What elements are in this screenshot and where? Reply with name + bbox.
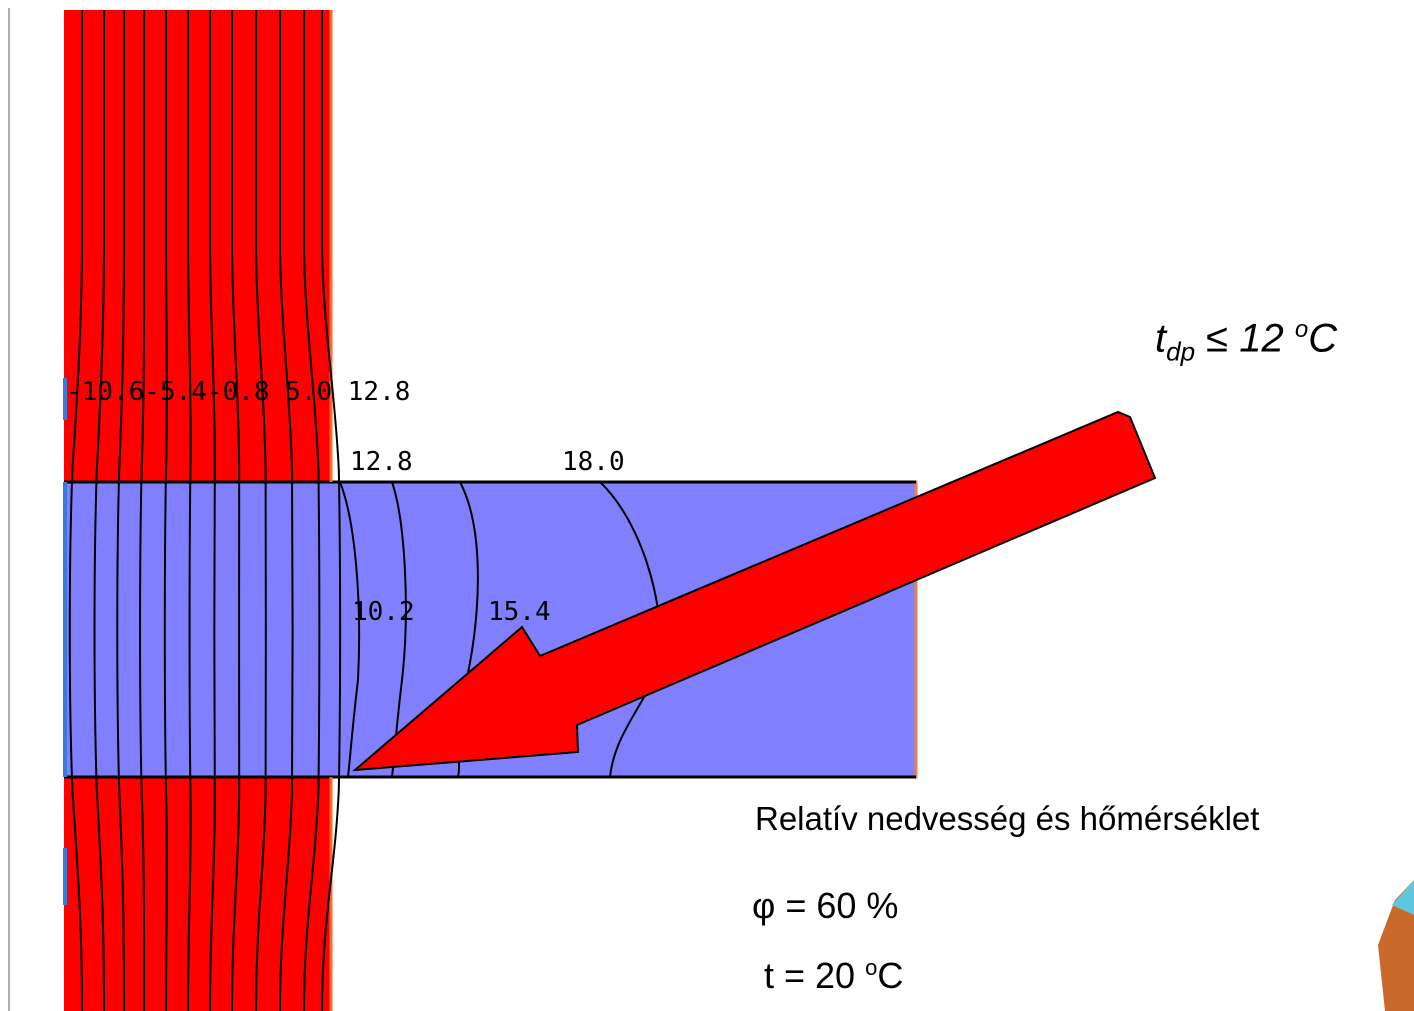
isotherm-wall-2 xyxy=(93,10,105,1011)
isotherm-label-12-8: 12.8 xyxy=(350,447,413,477)
dew-point-arrow xyxy=(352,410,1157,772)
dew-point-label: tdp ≤ 12 oC xyxy=(1155,316,1337,367)
dew-point-subscript: dp xyxy=(1166,336,1196,367)
isotherm-label-wall-cluster: -10.6-5.4-0.8 5.0 12.8 xyxy=(66,377,410,407)
isotherm-label-18-0: 18.0 xyxy=(562,447,625,477)
wall-lower xyxy=(64,777,332,1011)
isotherm-wall-10 xyxy=(279,10,294,1011)
temperature-prefix: t = 20 xyxy=(764,955,866,996)
isotherm-wall-12 xyxy=(321,10,342,1011)
temperature-value: t = 20 oC xyxy=(764,955,903,997)
isotherm-wall-5 xyxy=(163,10,168,1011)
temperature-unit: C xyxy=(877,955,904,996)
wall-upper xyxy=(64,10,332,482)
isotherm-slab-1 xyxy=(339,481,361,778)
conditions-title: Relatív nedvesség és hőmérséklet xyxy=(755,800,1260,837)
humidity-value: φ = 60 % xyxy=(752,885,899,926)
isotherm-wall-8 xyxy=(231,10,241,1011)
isotherm-wall-4 xyxy=(139,10,146,1011)
isotherm-wall-7 xyxy=(209,10,216,1011)
dew-point-value: ≤ 12 xyxy=(1195,316,1295,361)
isotherm-label-10-2: 10.2 xyxy=(352,597,415,627)
temperature-degree: o xyxy=(865,955,878,980)
dew-point-degree: o xyxy=(1294,316,1309,343)
isotherm-wall-11 xyxy=(303,10,321,1011)
isotherm-wall-3 xyxy=(116,10,125,1011)
dew-point-symbol: t xyxy=(1155,316,1167,361)
isotherm-wall-9 xyxy=(255,10,267,1011)
isotherm-wall-1 xyxy=(68,10,83,1011)
corner-graphic-base xyxy=(1378,880,1414,1011)
isotherm-lines xyxy=(68,10,662,1011)
isotherm-label-15-4: 15.4 xyxy=(488,597,551,627)
isotherm-wall-6 xyxy=(187,10,192,1011)
corner-graphic-top xyxy=(1392,880,1414,915)
dew-point-unit: C xyxy=(1308,316,1338,361)
